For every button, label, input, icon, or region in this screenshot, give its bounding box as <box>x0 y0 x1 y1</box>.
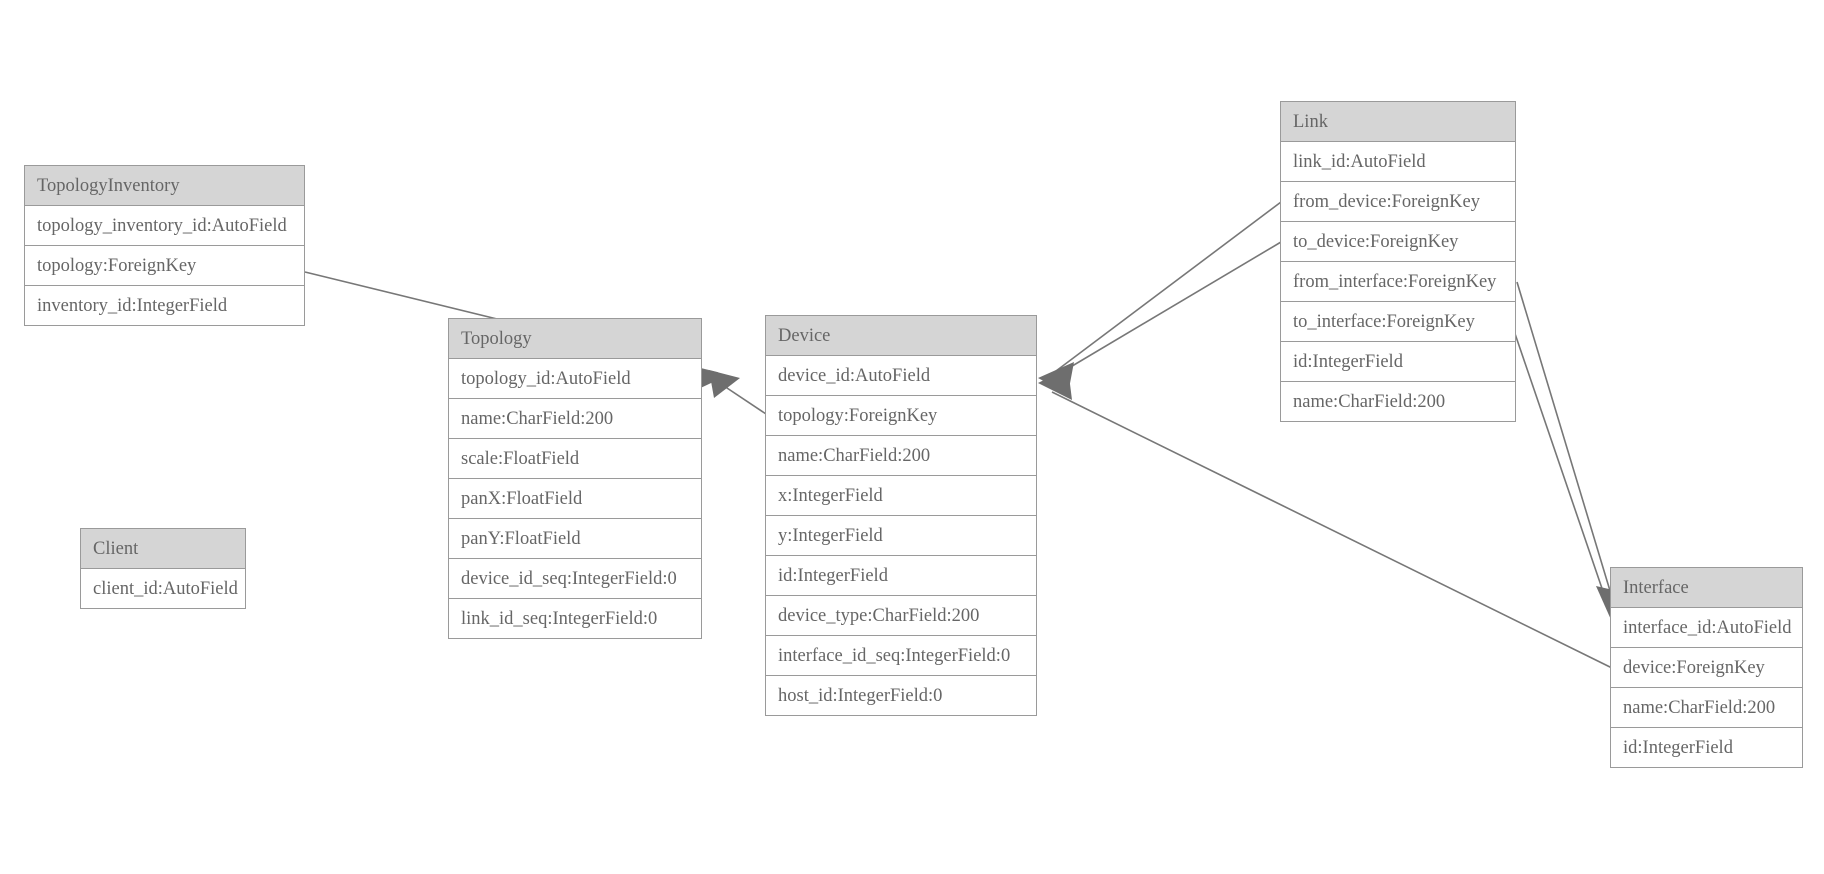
entity-field: inventory_id:IntegerField <box>25 286 304 326</box>
entity-field: link_id_seq:IntegerField:0 <box>449 599 701 639</box>
relationship-link-to-device <box>1051 241 1282 379</box>
entity-title: Topology <box>449 319 701 359</box>
entity-field: from_interface:ForeignKey <box>1281 262 1515 302</box>
entity-field: interface_id:AutoField <box>1611 608 1802 648</box>
entity-field: device_type:CharField:200 <box>766 596 1036 636</box>
entity-field: y:IntegerField <box>766 516 1036 556</box>
entity-field: topology_id:AutoField <box>449 359 701 399</box>
entity-title: TopologyInventory <box>25 166 304 206</box>
device-incoming-arrowheads <box>1038 362 1074 400</box>
relationship-device-topology <box>709 370 767 415</box>
entity-field: client_id:AutoField <box>81 569 245 609</box>
entity-field: interface_id_seq:IntegerField:0 <box>766 636 1036 676</box>
entity-title: Client <box>81 529 245 569</box>
entity-field: topology_inventory_id:AutoField <box>25 206 304 246</box>
entity-field: to_interface:ForeignKey <box>1281 302 1515 342</box>
relationship-link-from-device <box>1051 201 1282 375</box>
entity-field: device_id:AutoField <box>766 356 1036 396</box>
entity-topology[interactable]: Topology topology_id:AutoField name:Char… <box>448 318 702 639</box>
entity-field: id:IntegerField <box>766 556 1036 596</box>
entity-field: id:IntegerField <box>1281 342 1515 382</box>
entity-topologyinventory[interactable]: TopologyInventory topology_inventory_id:… <box>24 165 305 326</box>
entity-field: scale:FloatField <box>449 439 701 479</box>
entity-interface[interactable]: Interface interface_id:AutoField device:… <box>1610 567 1803 768</box>
relationship-link-to-interface <box>1510 321 1609 607</box>
entity-field: topology:ForeignKey <box>766 396 1036 436</box>
entity-field: from_device:ForeignKey <box>1281 182 1515 222</box>
entity-field: name:CharField:200 <box>449 399 701 439</box>
entity-title: Link <box>1281 102 1515 142</box>
entity-client[interactable]: Client client_id:AutoField <box>80 528 246 609</box>
entity-device[interactable]: Device device_id:AutoField topology:Fore… <box>765 315 1037 716</box>
entity-field: id:IntegerField <box>1611 728 1802 768</box>
entity-field: panY:FloatField <box>449 519 701 559</box>
entity-field: link_id:AutoField <box>1281 142 1515 182</box>
entity-title: Device <box>766 316 1036 356</box>
entity-title: Interface <box>1611 568 1802 608</box>
entity-field: to_device:ForeignKey <box>1281 222 1515 262</box>
entity-field: device_id_seq:IntegerField:0 <box>449 559 701 599</box>
entity-field: host_id:IntegerField:0 <box>766 676 1036 716</box>
entity-field: x:IntegerField <box>766 476 1036 516</box>
relationship-interface-device <box>1051 391 1613 669</box>
entity-field: name:CharField:200 <box>766 436 1036 476</box>
entity-field: name:CharField:200 <box>1281 382 1515 422</box>
entity-field: panX:FloatField <box>449 479 701 519</box>
entity-link[interactable]: Link link_id:AutoField from_device:Forei… <box>1280 101 1516 422</box>
entity-field: device:ForeignKey <box>1611 648 1802 688</box>
relationship-link-from-interface <box>1516 281 1615 605</box>
entity-field: name:CharField:200 <box>1611 688 1802 728</box>
entity-field: topology:ForeignKey <box>25 246 304 286</box>
